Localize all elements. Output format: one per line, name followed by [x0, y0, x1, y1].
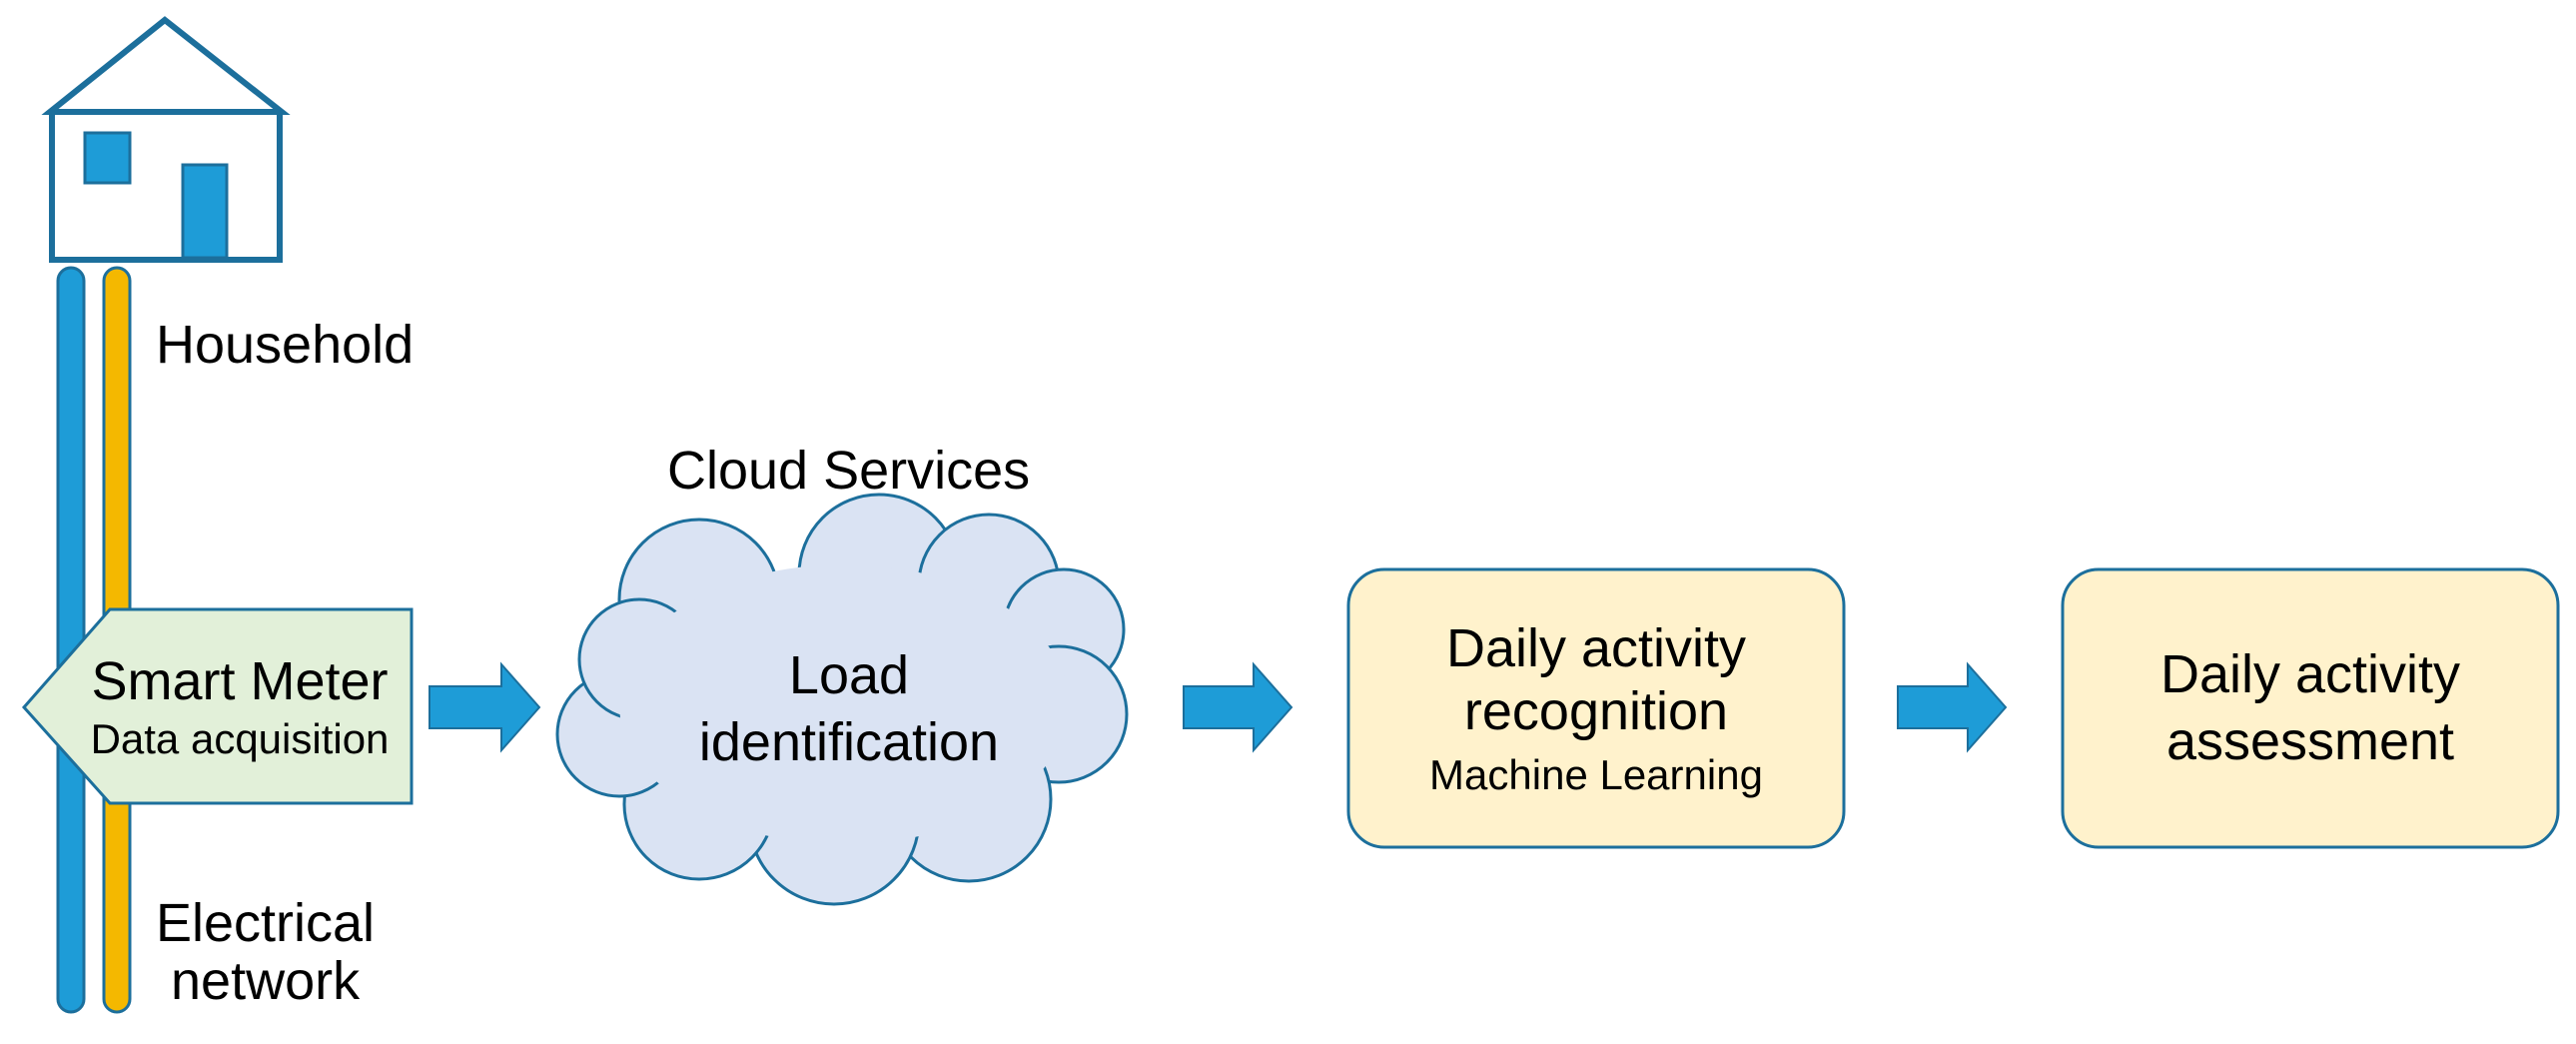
- recognition-line2: recognition: [1463, 681, 1729, 742]
- smart-meter-text: Smart Meter Data acquisition: [80, 617, 400, 797]
- cloud-line1: Load: [788, 644, 910, 705]
- arrow-right-icon: [1897, 661, 2008, 753]
- electrical-network-line2: network: [171, 951, 361, 1012]
- recognition-subtitle: Machine Learning: [1429, 750, 1763, 798]
- assessment-line1: Daily activity: [2159, 643, 2461, 704]
- recognition-text: Daily activity recognition Machine Learn…: [1348, 569, 1844, 847]
- arrow-right-icon: [429, 661, 541, 753]
- recognition-box: [1346, 567, 1846, 849]
- cloud-line2: identification: [698, 712, 1000, 772]
- house-icon: [41, 16, 291, 263]
- assessment-box: [2061, 567, 2560, 849]
- smart-meter-subtitle: Data acquisition: [90, 715, 390, 763]
- house-roof: [41, 16, 291, 115]
- cloud-text: Load identification: [639, 599, 1059, 819]
- smart-meter-title: Smart Meter: [91, 651, 389, 712]
- house-window: [83, 131, 132, 185]
- household-label: Household: [156, 315, 415, 375]
- arrow-right-icon: [1183, 661, 1293, 753]
- electrical-network-label: Electrical network: [156, 894, 375, 1011]
- house-door: [181, 163, 229, 260]
- cloud-services-label: Cloud Services: [667, 441, 1031, 501]
- smart-meter-shape: [21, 607, 414, 805]
- electrical-network-line1: Electrical: [156, 893, 376, 953]
- electrical-network-cables: [56, 266, 132, 1014]
- recognition-line1: Daily activity: [1445, 617, 1747, 678]
- assessment-text: Daily activity assessment: [2063, 569, 2558, 847]
- assessment-line2: assessment: [2165, 711, 2455, 771]
- cloud-shape: [555, 493, 1129, 906]
